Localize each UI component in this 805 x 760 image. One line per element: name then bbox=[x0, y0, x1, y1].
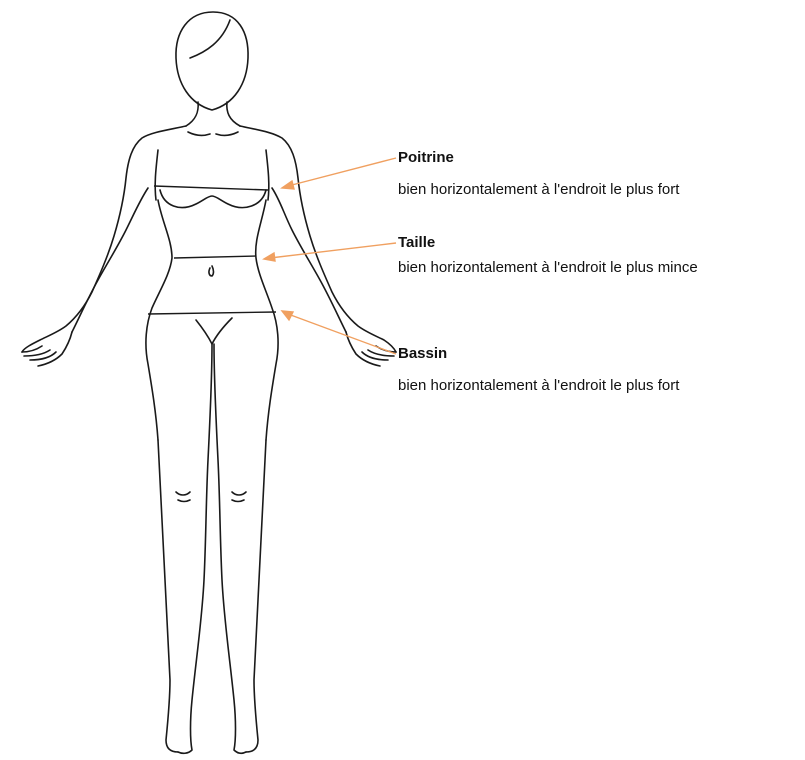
armpit-right bbox=[266, 150, 269, 200]
torso-right-outline bbox=[240, 126, 396, 352]
waist-pointer-arrow bbox=[264, 253, 275, 261]
leg-left-inner bbox=[178, 344, 212, 753]
waist-pointer-line bbox=[270, 243, 396, 258]
chest-pointer-arrow bbox=[282, 181, 294, 189]
hair-line bbox=[190, 20, 230, 58]
clavicle bbox=[188, 132, 238, 135]
chest-label-description: bien horizontalement à l'endroit le plus… bbox=[398, 181, 679, 199]
bust bbox=[160, 190, 266, 208]
hip-label-description: bien horizontalement à l'endroit le plus… bbox=[398, 377, 679, 395]
knee-right bbox=[232, 492, 246, 502]
waist-left bbox=[146, 200, 172, 440]
hip-measure-line bbox=[148, 312, 276, 314]
leg-left-outer bbox=[158, 440, 178, 752]
waist-right bbox=[256, 200, 278, 440]
waist-label-description: bien horizontalement à l'endroit le plus… bbox=[398, 259, 698, 277]
chest-measure-line bbox=[154, 186, 268, 190]
arm-left-inner bbox=[72, 188, 148, 332]
chest-label-title: Poitrine bbox=[398, 149, 679, 167]
hip-label-title: Bassin bbox=[398, 345, 679, 363]
neck-left bbox=[186, 102, 198, 126]
leg-right-inner bbox=[214, 344, 246, 753]
waist-measure-line bbox=[174, 256, 256, 258]
head-outline bbox=[176, 12, 248, 110]
waist-label: Taille bien horizontalement à l'endroit … bbox=[398, 234, 698, 277]
chest-label: Poitrine bien horizontalement à l'endroi… bbox=[398, 149, 679, 199]
hand-right bbox=[346, 332, 396, 366]
leg-right-outer bbox=[246, 440, 266, 752]
crotch bbox=[196, 318, 232, 344]
torso-left-outline bbox=[22, 126, 186, 352]
waist-label-title: Taille bbox=[398, 234, 698, 252]
knee-left bbox=[176, 492, 190, 502]
hip-pointer-arrow bbox=[282, 311, 293, 320]
navel bbox=[209, 266, 214, 276]
hip-pointer-line bbox=[288, 314, 396, 354]
armpit-left bbox=[155, 150, 158, 200]
chest-pointer-line bbox=[288, 158, 396, 186]
neck-right bbox=[227, 102, 240, 126]
hip-label: Bassin bien horizontalement à l'endroit … bbox=[398, 345, 679, 395]
